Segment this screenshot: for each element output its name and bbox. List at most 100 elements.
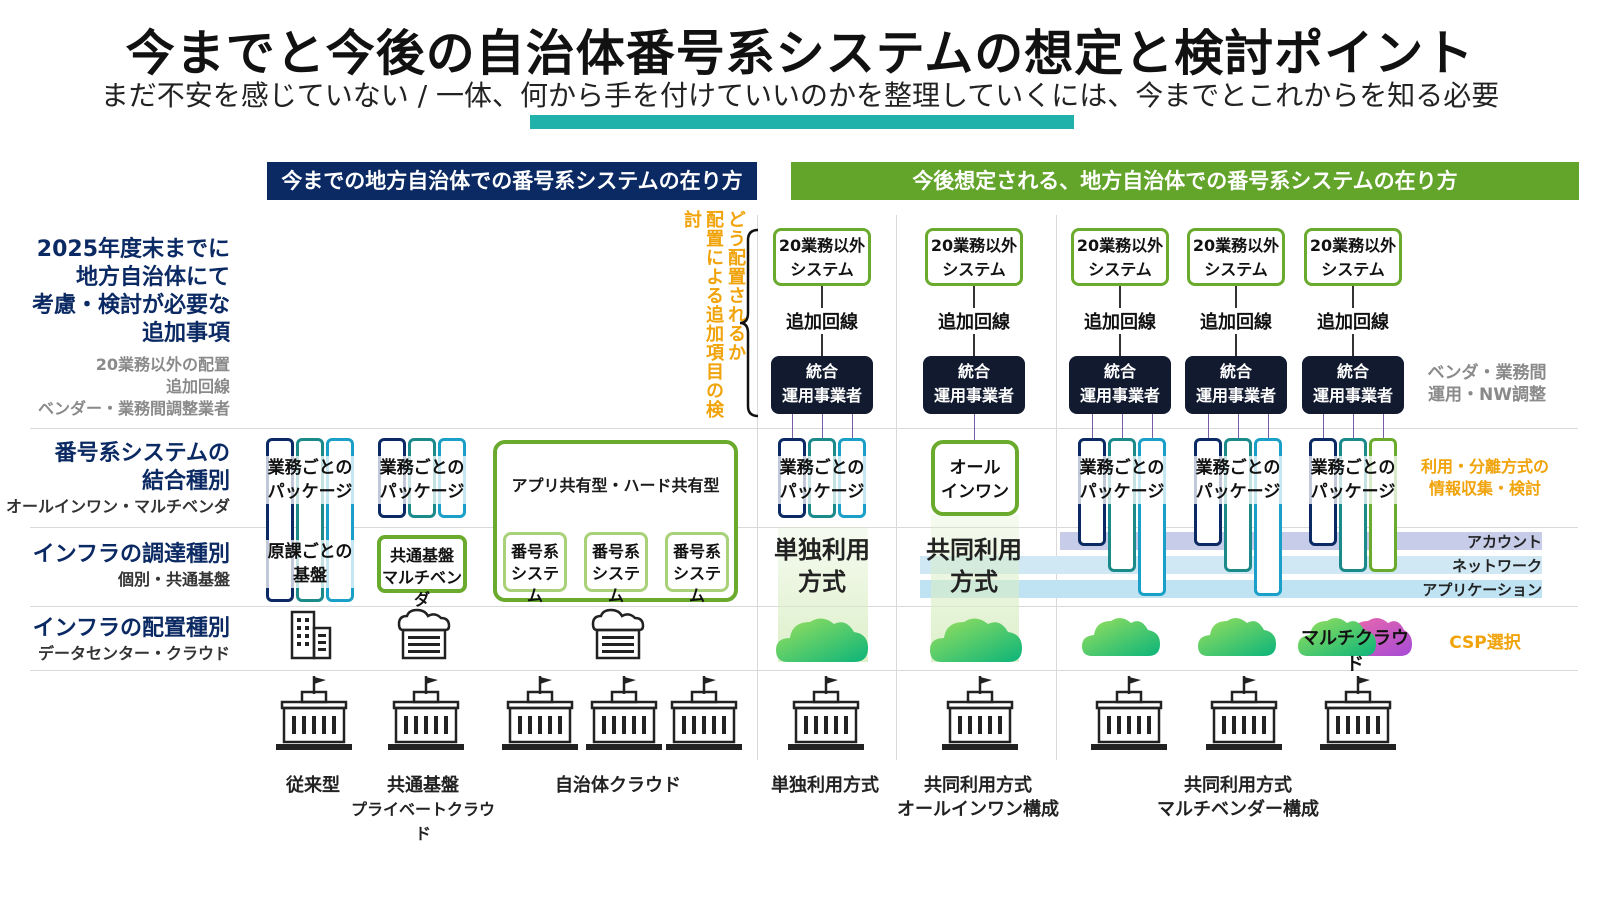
connector bbox=[1353, 414, 1354, 440]
bottom-label-line: 共同利用方式 bbox=[924, 775, 1032, 796]
row-label-line: 結合種別 bbox=[141, 469, 230, 494]
box-line: システム bbox=[790, 260, 854, 279]
datacenter-icon bbox=[397, 608, 451, 660]
package-line: 業務ごとの bbox=[1195, 458, 1281, 478]
datacenter-icon bbox=[591, 608, 645, 660]
cloud-icon bbox=[776, 618, 868, 662]
allinone-line: インワン bbox=[941, 482, 1009, 502]
office-building-icon bbox=[290, 610, 332, 660]
package-line: パッケージ bbox=[1310, 482, 1396, 502]
method-line: 方式 bbox=[798, 568, 846, 596]
bottom-label-line: 共同利用方式 bbox=[1184, 775, 1292, 796]
package-line: パッケージ bbox=[379, 482, 465, 502]
row-label-line: インフラの配置種別 bbox=[32, 616, 230, 641]
bango-system-box: 番号系 システム bbox=[584, 532, 648, 605]
box-line: 統合 bbox=[1219, 362, 1252, 381]
city-hall-icon bbox=[1320, 676, 1396, 750]
connector bbox=[1122, 414, 1123, 440]
allinone-line: オール bbox=[949, 458, 1001, 478]
package-line: パッケージ bbox=[267, 482, 353, 502]
genka-label: 原課ごとの 基盤 bbox=[266, 540, 354, 588]
non20-system-box: 20業務以外システム bbox=[925, 228, 1023, 286]
connector bbox=[792, 414, 793, 440]
box-line: 20業務以外 bbox=[930, 236, 1018, 255]
additional-line-label: 追加回線 bbox=[767, 308, 877, 334]
package-line: パッケージ bbox=[779, 482, 865, 502]
box-line: 運用事業者 bbox=[1312, 386, 1393, 405]
row-label-line: インフラの調達種別 bbox=[32, 542, 230, 567]
bracket-icon bbox=[739, 228, 759, 418]
row-label-line: 番号系システムの bbox=[54, 441, 230, 466]
package-line: 業務ごとの bbox=[1310, 458, 1396, 478]
single-method-label: 単独利用 方式 bbox=[762, 534, 882, 598]
bottom-label-common-base: 共通基盤 プライベートクラウド bbox=[345, 774, 501, 846]
row-label-sub: ベンダー・業務間調整業者 bbox=[37, 399, 230, 418]
city-hall-icon bbox=[1206, 676, 1282, 750]
city-hall-icon bbox=[388, 676, 464, 750]
package-label: 業務ごとの パッケージ bbox=[1076, 456, 1168, 504]
common-infra-line: マルチベンダ bbox=[381, 568, 462, 609]
additional-line-label: 追加回線 bbox=[1298, 308, 1408, 334]
band-label: アカウント bbox=[1466, 533, 1542, 551]
box-line: システム bbox=[942, 260, 1006, 279]
connector bbox=[1268, 414, 1269, 440]
column-divider bbox=[757, 215, 758, 760]
bango-line: システム bbox=[672, 564, 721, 605]
row-label-line: 地方自治体にて bbox=[75, 265, 230, 290]
box-line: 運用事業者 bbox=[933, 386, 1014, 405]
row-label-sub: 20業務以外の配置 bbox=[95, 355, 230, 374]
accent-bar bbox=[530, 115, 1074, 129]
cloud-icon bbox=[1198, 617, 1276, 656]
box-line: システム bbox=[1321, 260, 1385, 279]
method-line: 単独利用 bbox=[774, 536, 870, 564]
bottom-label-shared-multivendor: 共同利用方式 マルチベンダー構成 bbox=[1140, 774, 1336, 822]
common-infra-box: 共通基盤 マルチベンダ bbox=[377, 535, 467, 609]
non20-system-box: 20業務以外システム bbox=[1304, 228, 1402, 286]
package-label: 業務ごとの パッケージ bbox=[1307, 456, 1399, 504]
band-label: ネットワーク bbox=[1451, 557, 1542, 575]
row-label-placement: インフラの配置種別 データセンター・クラウド bbox=[33, 615, 230, 665]
allinone-box bbox=[931, 440, 1019, 516]
bottom-label-line: 共通基盤 bbox=[387, 775, 459, 796]
note-line: ベンダ・業務間 bbox=[1427, 363, 1547, 383]
connector bbox=[1323, 414, 1324, 440]
box-line: 20業務以外 bbox=[1309, 236, 1397, 255]
connector bbox=[974, 414, 975, 440]
bango-line: 番号系 bbox=[591, 542, 640, 561]
city-hall-icon bbox=[942, 676, 1018, 750]
genka-line: 基盤 bbox=[293, 566, 327, 586]
bottom-label-local-cloud: 自治体クラウド bbox=[520, 774, 716, 798]
box-line: 運用事業者 bbox=[1195, 386, 1276, 405]
row-label-sub: 追加回線 bbox=[165, 377, 230, 396]
box-line: 運用事業者 bbox=[1079, 386, 1160, 405]
box-line: 統合 bbox=[1103, 362, 1136, 381]
note-line: 運用・NW調整 bbox=[1428, 385, 1546, 405]
operator-box: 統合運用事業者 bbox=[1302, 356, 1404, 414]
non20-system-box: 20業務以外システム bbox=[1071, 228, 1169, 286]
bottom-label-single: 単独利用方式 bbox=[760, 774, 890, 798]
package-label: 業務ごとの パッケージ bbox=[266, 456, 354, 504]
bottom-label-line: 自治体クラウド bbox=[555, 775, 681, 796]
column-divider bbox=[896, 215, 897, 760]
box-line: 統合 bbox=[805, 362, 838, 381]
column-divider bbox=[1056, 215, 1057, 760]
bottom-label-line: 従来型 bbox=[286, 775, 340, 796]
row-divider bbox=[30, 428, 1578, 429]
package-line: パッケージ bbox=[1195, 482, 1281, 502]
package-line: 業務ごとの bbox=[267, 458, 353, 478]
operator-box: 統合運用事業者 bbox=[1185, 356, 1287, 414]
shared-method-label: 共同利用 方式 bbox=[912, 534, 1036, 598]
row-label-sub: 個別・共通基盤 bbox=[117, 570, 230, 589]
multicloud-icon bbox=[1298, 617, 1412, 656]
row-label-line: 2025年度末までに bbox=[36, 237, 230, 262]
connector bbox=[1238, 414, 1239, 440]
vertical-note: どう配置されるか 配置による追加項目の検討 bbox=[680, 210, 746, 430]
vendor-adjust-note: ベンダ・業務間 運用・NW調整 bbox=[1424, 362, 1550, 406]
box-line: 統合 bbox=[1336, 362, 1369, 381]
connector bbox=[1152, 414, 1153, 440]
non20-system-box: 20業務以外システム bbox=[773, 228, 871, 286]
row-label-integration: 番号系システムの 結合種別 オールインワン・マルチベンダ bbox=[6, 440, 230, 518]
allinone-label: オール インワン bbox=[931, 456, 1019, 504]
package-line: 業務ごとの bbox=[779, 458, 865, 478]
additional-line-label: 追加回線 bbox=[1181, 308, 1291, 334]
